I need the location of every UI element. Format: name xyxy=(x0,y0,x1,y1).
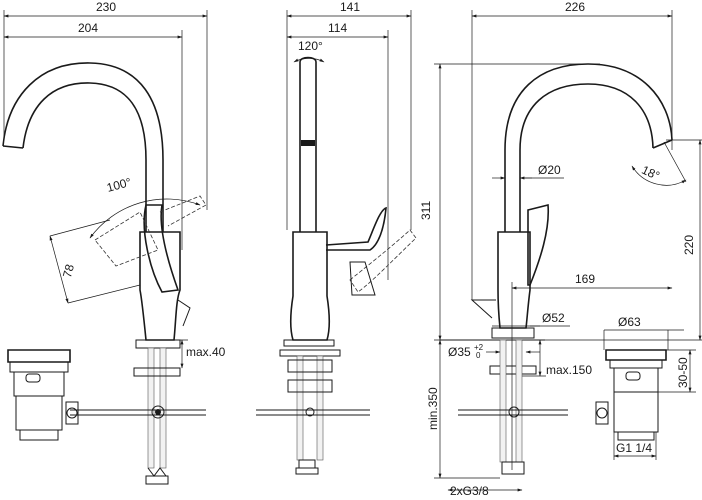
dim-o35-tol-upper: +2 xyxy=(474,343,484,352)
dim-226-label: 226 xyxy=(565,0,585,14)
dim-100-angle: 100° xyxy=(105,175,133,195)
front-view: 141 114 120° xyxy=(256,0,417,475)
dim-230-label: 230 xyxy=(96,0,116,14)
dim-114-label: 114 xyxy=(328,21,347,35)
dim-78-label: 78 xyxy=(60,262,77,279)
dim-311-label: 311 xyxy=(419,201,433,220)
dim-2xg38-label: 2xG3/8 xyxy=(450,484,489,498)
dim-169-label: 169 xyxy=(575,272,595,286)
dim-o20-label: Ø20 xyxy=(538,163,561,177)
right-profile-view: 226 311 220 Ø20 18° 169 xyxy=(419,0,702,498)
left-side-view: 230 204 100° 78 max.40 xyxy=(2,0,226,485)
dim-max150-label: max.150 xyxy=(546,363,592,377)
dim-o52-label: Ø52 xyxy=(542,311,565,325)
dim-3050-label: 30-50 xyxy=(676,357,690,388)
dim-o63-label: Ø63 xyxy=(618,315,641,329)
dim-204-label: 204 xyxy=(78,21,98,35)
dim-120-angle: 120° xyxy=(298,39,323,53)
dim-min350-label: min.350 xyxy=(426,387,440,430)
dim-max40-label: max.40 xyxy=(186,345,226,359)
dim-141-label: 141 xyxy=(340,0,360,14)
dim-o35-tol-lower: 0 xyxy=(476,351,481,360)
dim-o35-label: Ø35 xyxy=(448,345,471,359)
dim-18-angle: 18° xyxy=(639,163,662,183)
dim-g114-label: G1 1/4 xyxy=(616,441,652,455)
dim-220-label: 220 xyxy=(682,235,696,255)
